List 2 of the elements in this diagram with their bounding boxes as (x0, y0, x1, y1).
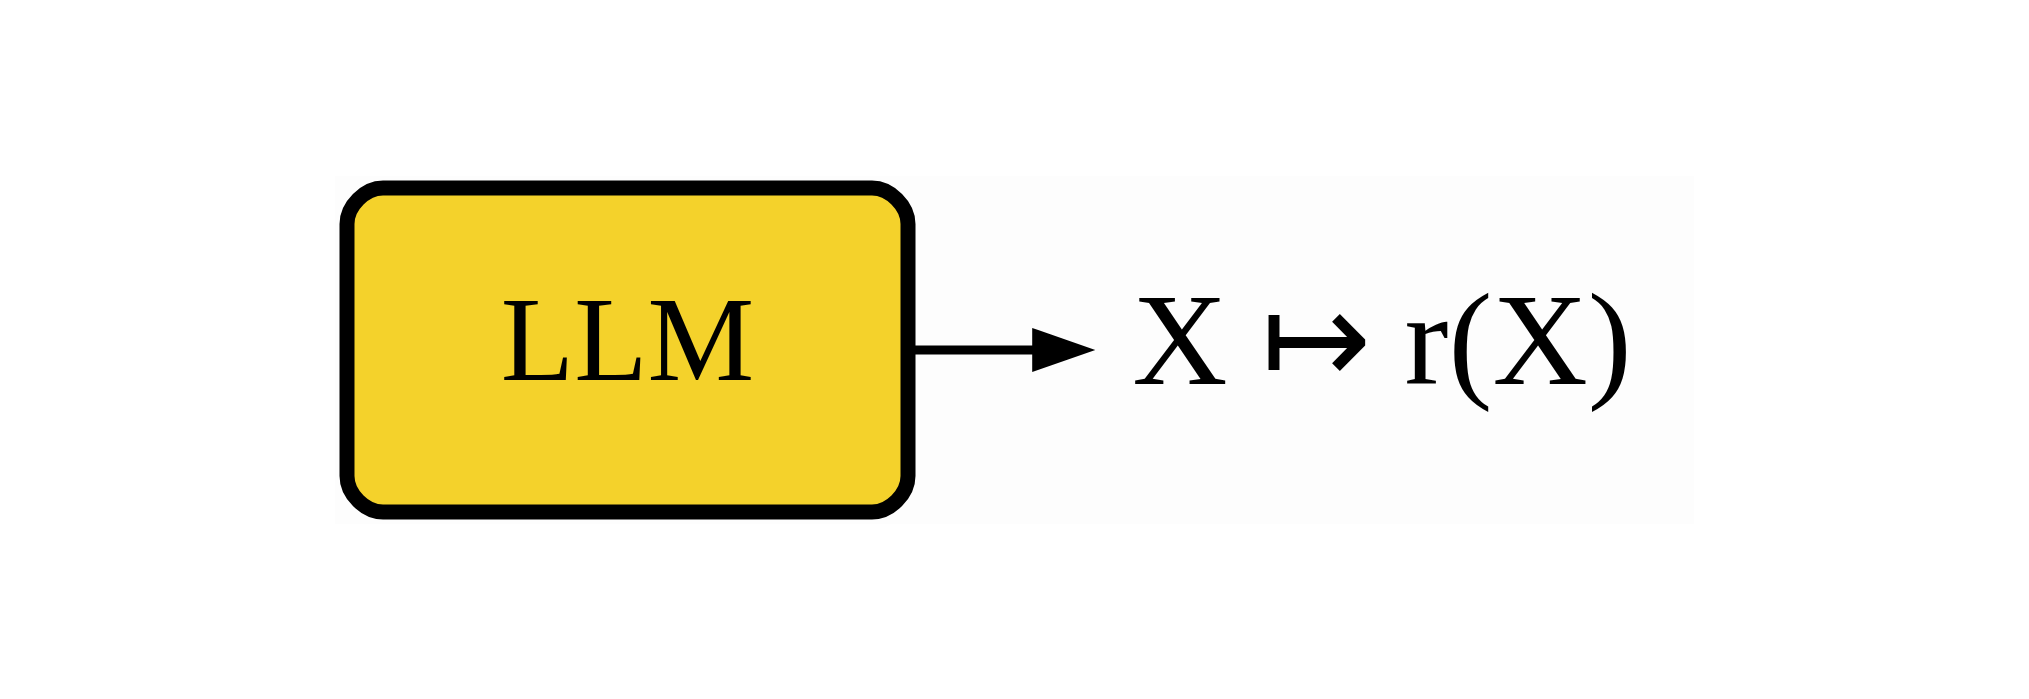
node-box: LLM (339, 180, 916, 519)
node-text: X ↦ r(X) (1132, 265, 1632, 413)
